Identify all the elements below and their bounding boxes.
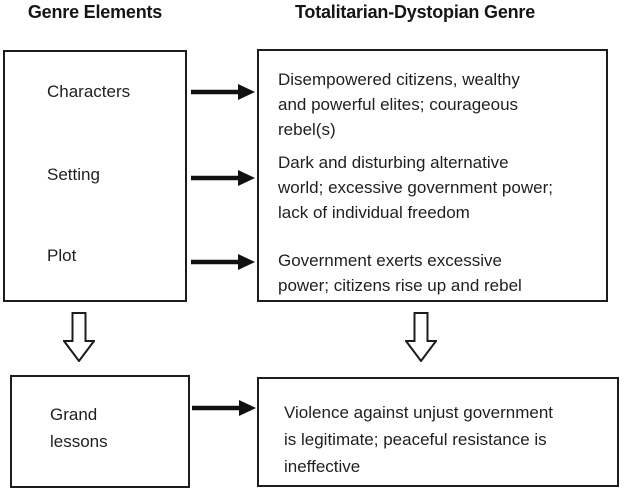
lessons-description-box: Violence against unjust government is le… — [257, 377, 619, 487]
grand-lessons-right-arrow-icon — [192, 400, 256, 416]
setting-right-arrow-icon — [191, 170, 255, 186]
genre-elements-box: Characters Setting Plot — [3, 50, 187, 302]
column-header-totalitarian-dystopian-genre: Totalitarian-Dystopian Genre — [294, 2, 536, 22]
right-down-arrow-icon — [405, 312, 437, 362]
left-down-arrow-icon — [63, 312, 95, 362]
characters-right-arrow-icon — [191, 84, 255, 100]
plot-label: Plot — [47, 246, 77, 265]
column-header-genre-elements: Genre Elements — [27, 2, 163, 22]
setting-label: Setting — [47, 165, 100, 184]
grand-lessons-label: Grand lessons — [50, 405, 108, 451]
grand-lessons-box: Grand lessons — [10, 375, 190, 488]
characters-description: Disempowered citizens, wealthy and power… — [278, 70, 520, 139]
plot-description: Government exerts excessive power; citiz… — [278, 251, 522, 295]
setting-description: Dark and disturbing alternative world; e… — [278, 153, 553, 222]
genre-descriptions-box: Disempowered citizens, wealthy and power… — [257, 49, 608, 302]
characters-label: Characters — [47, 82, 131, 101]
plot-right-arrow-icon — [191, 254, 255, 270]
lessons-description: Violence against unjust government is le… — [284, 403, 554, 476]
